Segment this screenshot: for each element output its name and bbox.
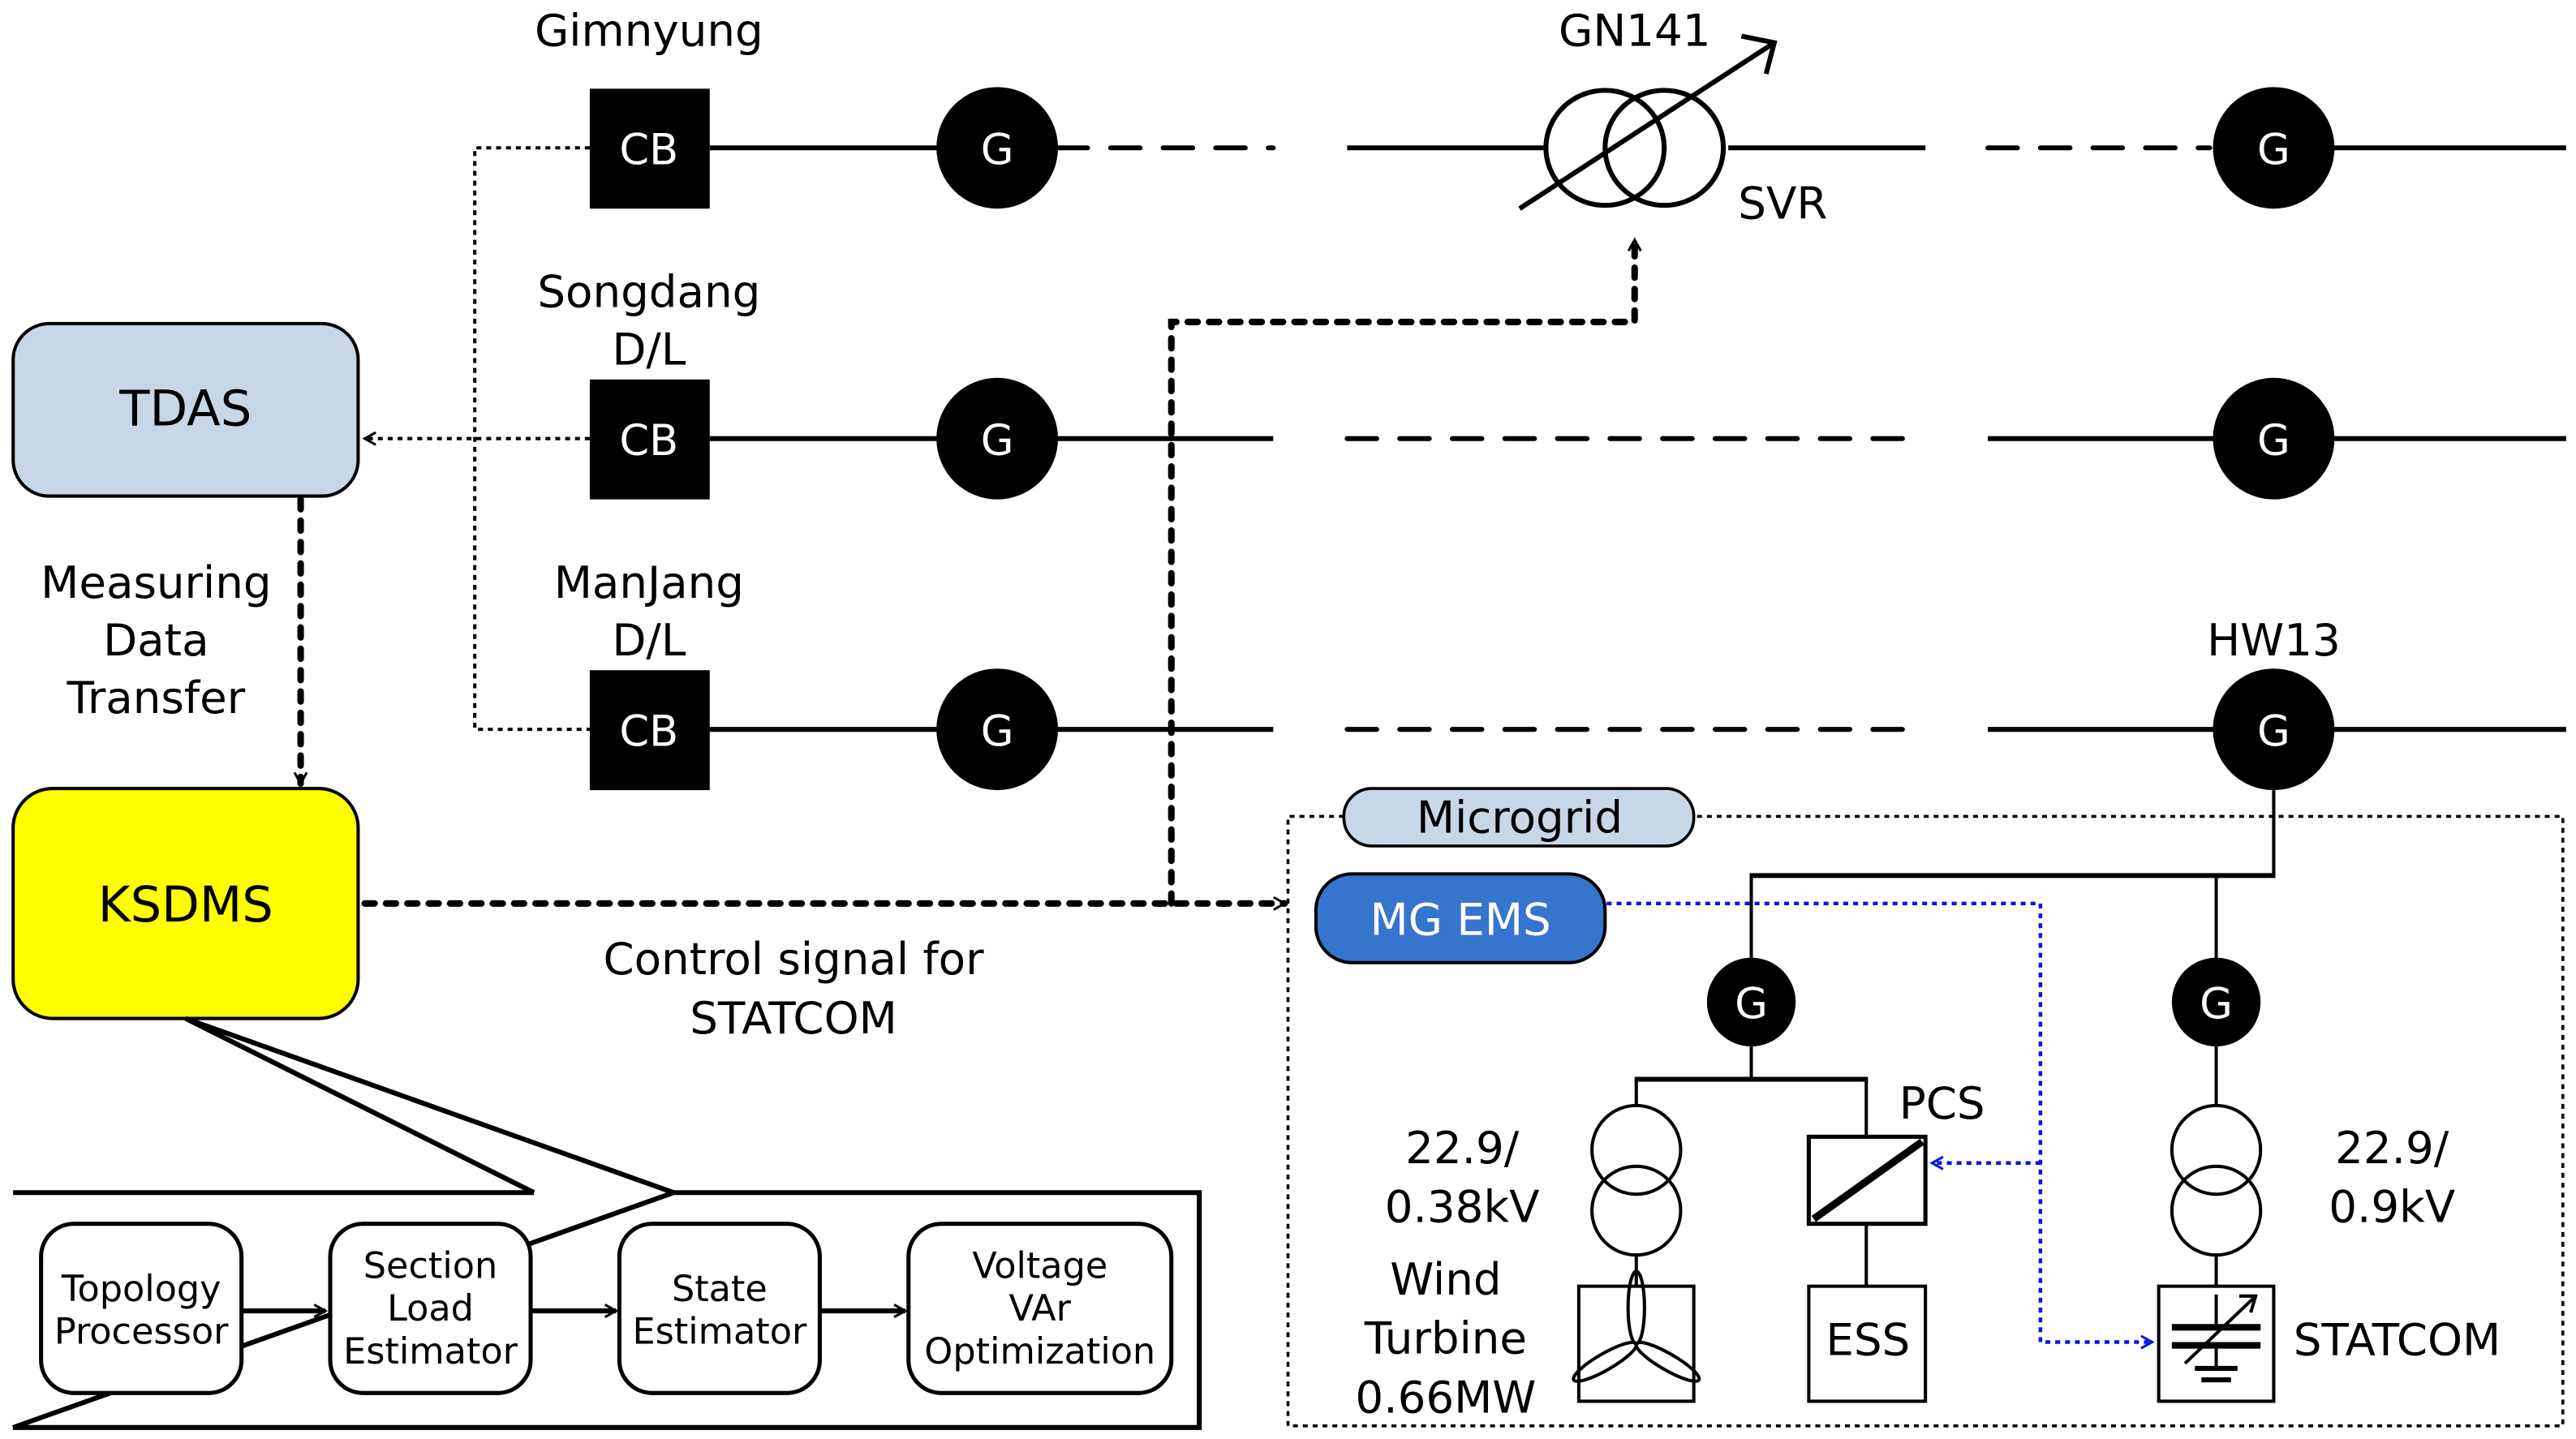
wind-label-1: Wind [1390, 1253, 1501, 1305]
svr-name-label: GN141 [1559, 5, 1711, 57]
feeder-label-songdang-dl: D/L [612, 324, 686, 376]
step-label: Estimator [343, 1330, 518, 1372]
wind-transformer-icon[interactable] [1590, 1103, 1683, 1257]
tdas-label: TDAS [118, 381, 252, 438]
ess-box[interactable]: ESS [1807, 1284, 1928, 1403]
cb-label: CB [619, 416, 678, 466]
control-signal-label-2: STATCOM [690, 992, 897, 1044]
measurement-links [365, 146, 590, 732]
gis-node-row2-b[interactable]: G [2213, 377, 2335, 500]
gis-node-row1-a[interactable]: G [936, 87, 1059, 209]
statcom-tx-rating-2: 0.9kV [2329, 1181, 2455, 1233]
step-label: VAr [1009, 1287, 1072, 1329]
measuring-label-2: Data [103, 614, 209, 666]
ksdms-box[interactable]: KSDMS [11, 787, 360, 1020]
ess-label: ESS [1826, 1314, 1910, 1366]
step-label: Estimator [632, 1311, 807, 1353]
gis-node-mg-wind-ess[interactable]: G [1706, 957, 1796, 1046]
gis-node-row3-a[interactable]: G [936, 668, 1059, 791]
process-step-state-estimator[interactable]: State Estimator [617, 1222, 822, 1395]
variable-capacitor-icon [2171, 1294, 2261, 1383]
feeder-label-manjang-dl: D/L [612, 614, 686, 666]
g-label: G [2257, 126, 2290, 175]
g-label: G [2257, 707, 2290, 756]
hw13-label: HW13 [2207, 614, 2341, 666]
svr-transformer-icon[interactable] [1518, 33, 1778, 211]
wind-tx-rating-2: 0.38kV [1385, 1181, 1540, 1233]
gis-node-row2-a[interactable]: G [936, 377, 1059, 500]
g-label: G [2257, 416, 2290, 466]
wind-label-3: 0.66MW [1355, 1372, 1536, 1424]
g-label: G [981, 416, 1014, 466]
cb-label: CB [619, 707, 678, 756]
step-label: Section [363, 1245, 497, 1287]
cb-label: CB [619, 126, 678, 175]
process-step-vvo[interactable]: Voltage VAr Optimization [906, 1222, 1174, 1395]
step-label: Optimization [924, 1330, 1155, 1372]
wind-turbine-box[interactable] [1570, 1269, 1703, 1403]
microgrid-boundary [1286, 814, 2565, 1428]
microgrid-title-label: Microgrid [1417, 792, 1623, 844]
statcom-transformer-icon[interactable] [2170, 1103, 2263, 1257]
circuit-breaker-songdang[interactable]: CB [589, 379, 710, 500]
microgrid-title: Microgrid [1342, 787, 1696, 848]
microgrid-bus [1749, 790, 2276, 969]
wind-ess-branch [1634, 1046, 1869, 1287]
measuring-label-3: Transfer [66, 672, 245, 724]
step-label: Topology [61, 1268, 221, 1310]
process-step-section-load[interactable]: Section Load Estimator [328, 1222, 533, 1395]
pcs-label: PCS [1899, 1077, 1985, 1129]
pcs-converter[interactable] [1806, 1134, 1928, 1226]
feeder-label-gimnyung: Gimnyung [535, 5, 763, 57]
mg-ems-control-links [1606, 901, 2152, 1342]
step-label: Load [387, 1287, 474, 1329]
control-signal-label-1: Control signal for [603, 933, 984, 985]
g-label: G [981, 126, 1014, 175]
step-label: Processor [54, 1311, 229, 1353]
statcom-tx-rating-1: 22.9/ [2335, 1122, 2449, 1174]
ksdms-callout [184, 1016, 675, 1196]
mg-ems-box[interactable]: MG EMS [1314, 872, 1607, 964]
tdas-box[interactable]: TDAS [11, 321, 360, 498]
statcom-label: STATCOM [2294, 1314, 2501, 1366]
g-label: G [2200, 980, 2233, 1029]
feeder-label-manjang: ManJang [554, 556, 744, 608]
gis-node-row1-b[interactable]: G [2213, 87, 2335, 209]
wind-turbine-icon [1572, 1269, 1701, 1383]
measuring-label-1: Measuring [41, 556, 271, 608]
mg-ems-label: MG EMS [1370, 893, 1550, 945]
feeder-label-songdang: Songdang [537, 266, 760, 318]
statcom-box[interactable] [2157, 1284, 2276, 1403]
circuit-breaker-manjang[interactable]: CB [589, 670, 710, 791]
circuit-breaker-gimnyung[interactable]: CB [589, 88, 710, 209]
wind-label-2: Turbine [1364, 1312, 1527, 1364]
svr-label: SVR [1738, 177, 1827, 229]
gis-node-hw13[interactable]: G [2213, 668, 2335, 791]
step-label: State [672, 1268, 768, 1310]
ksdms-label: KSDMS [98, 877, 273, 934]
process-step-topology[interactable]: Topology Processor [39, 1222, 244, 1395]
wind-tx-rating-1: 22.9/ [1405, 1122, 1520, 1174]
step-label: Voltage [972, 1245, 1107, 1287]
gis-node-mg-statcom[interactable]: G [2171, 957, 2261, 1046]
g-label: G [981, 707, 1014, 756]
control-signal-links [361, 236, 1635, 904]
g-label: G [1735, 980, 1768, 1029]
